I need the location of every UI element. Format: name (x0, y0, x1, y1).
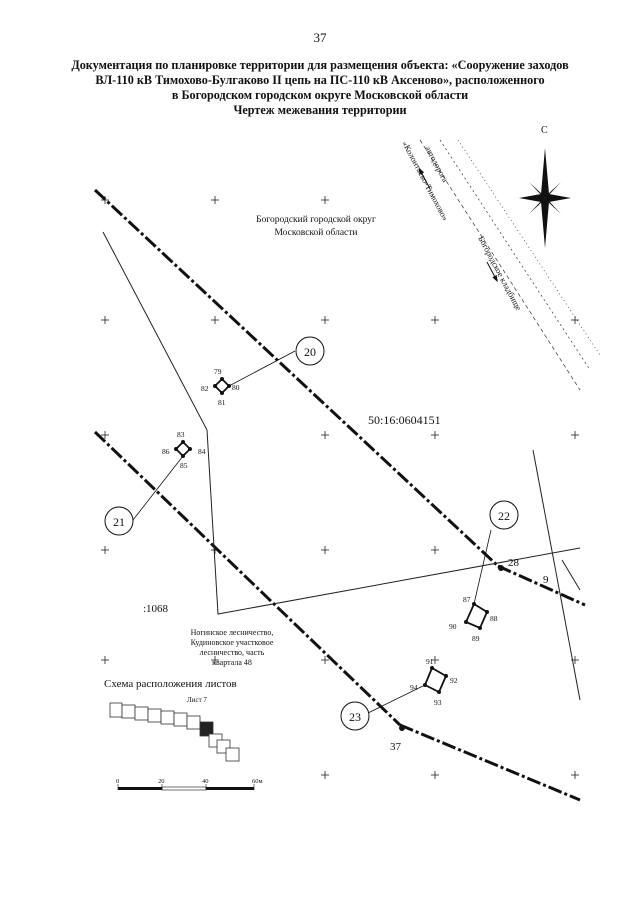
road-edges (419, 139, 601, 391)
plot-1068-label: :1068 (143, 603, 169, 615)
point-9: 9 (543, 574, 549, 586)
point-83: 83 (177, 430, 185, 439)
point-37-marker (399, 725, 405, 731)
point-85: 85 (180, 461, 188, 470)
callout-20: 20 (304, 345, 316, 359)
callout-22: 22 (498, 509, 510, 523)
sheet-scheme-title: Схема расположения листов (104, 678, 237, 690)
point-79: 79 (214, 367, 222, 376)
callout-21: 21 (113, 515, 125, 529)
district-label-1: Богородский городской округ (256, 214, 376, 225)
point-28-marker (498, 565, 504, 571)
scale-20: 20 (158, 778, 165, 785)
sheet-scheme-grid (109, 702, 240, 762)
support-square-21 (174, 440, 192, 458)
header-line-4: Чертеж межевания территории (233, 103, 407, 117)
forestry-label-3: лесничество, часть (200, 648, 265, 657)
point-81: 81 (218, 398, 226, 407)
point-92: 92 (450, 676, 458, 685)
cemetery-direction-arrow-icon (486, 261, 498, 283)
point-86: 86 (162, 447, 170, 456)
point-84: 84 (198, 447, 206, 456)
north-arrow-icon (519, 148, 571, 248)
point-91: 91 (426, 657, 434, 666)
scale-60: 60м (252, 778, 263, 785)
point-90: 90 (449, 622, 457, 631)
page-number: 37 (313, 30, 327, 45)
point-28: 28 (508, 557, 520, 569)
scale-bar (117, 784, 255, 791)
header-line-3: в Богородском городском округе Московско… (171, 88, 469, 102)
point-82: 82 (201, 384, 209, 393)
point-94: 94 (410, 683, 418, 692)
point-93: 93 (434, 698, 442, 707)
document-header: Документация по планировке территории дл… (40, 58, 600, 118)
sheet-label: Лист 7 (187, 696, 207, 704)
forestry-label-1: Ногинское лесничество, (191, 628, 274, 637)
callout-23: 23 (349, 710, 361, 724)
north-label: С (541, 125, 548, 136)
point-37: 37 (390, 741, 402, 753)
scale-0: 0 (116, 778, 119, 785)
cadastral-number: 50:16:0604151 (368, 413, 441, 427)
point-89: 89 (472, 634, 480, 643)
header-line-1: Документация по планировке территории дл… (71, 58, 569, 72)
forestry-label-4: квартала 48 (212, 658, 252, 667)
cemetery-label: Богородское кладбище (476, 234, 524, 312)
scale-40: 40 (202, 778, 209, 785)
forestry-label-2: Кудиновское участковое (191, 638, 274, 647)
header-line-2: ВЛ-110 кВ Тимохово-Булгаково II цепь на … (95, 73, 545, 87)
power-line-lower (93, 430, 581, 802)
district-label-2: Московской области (274, 227, 357, 238)
road-direction-arrow-icon (418, 167, 431, 190)
point-87: 87 (463, 595, 471, 604)
parcel-boundaries (102, 231, 581, 701)
support-square-20 (213, 377, 231, 395)
support-square-23 (423, 666, 448, 694)
support-square-22 (464, 602, 489, 630)
power-line-upper (93, 188, 586, 607)
point-88: 88 (490, 614, 498, 623)
point-80: 80 (232, 383, 240, 392)
